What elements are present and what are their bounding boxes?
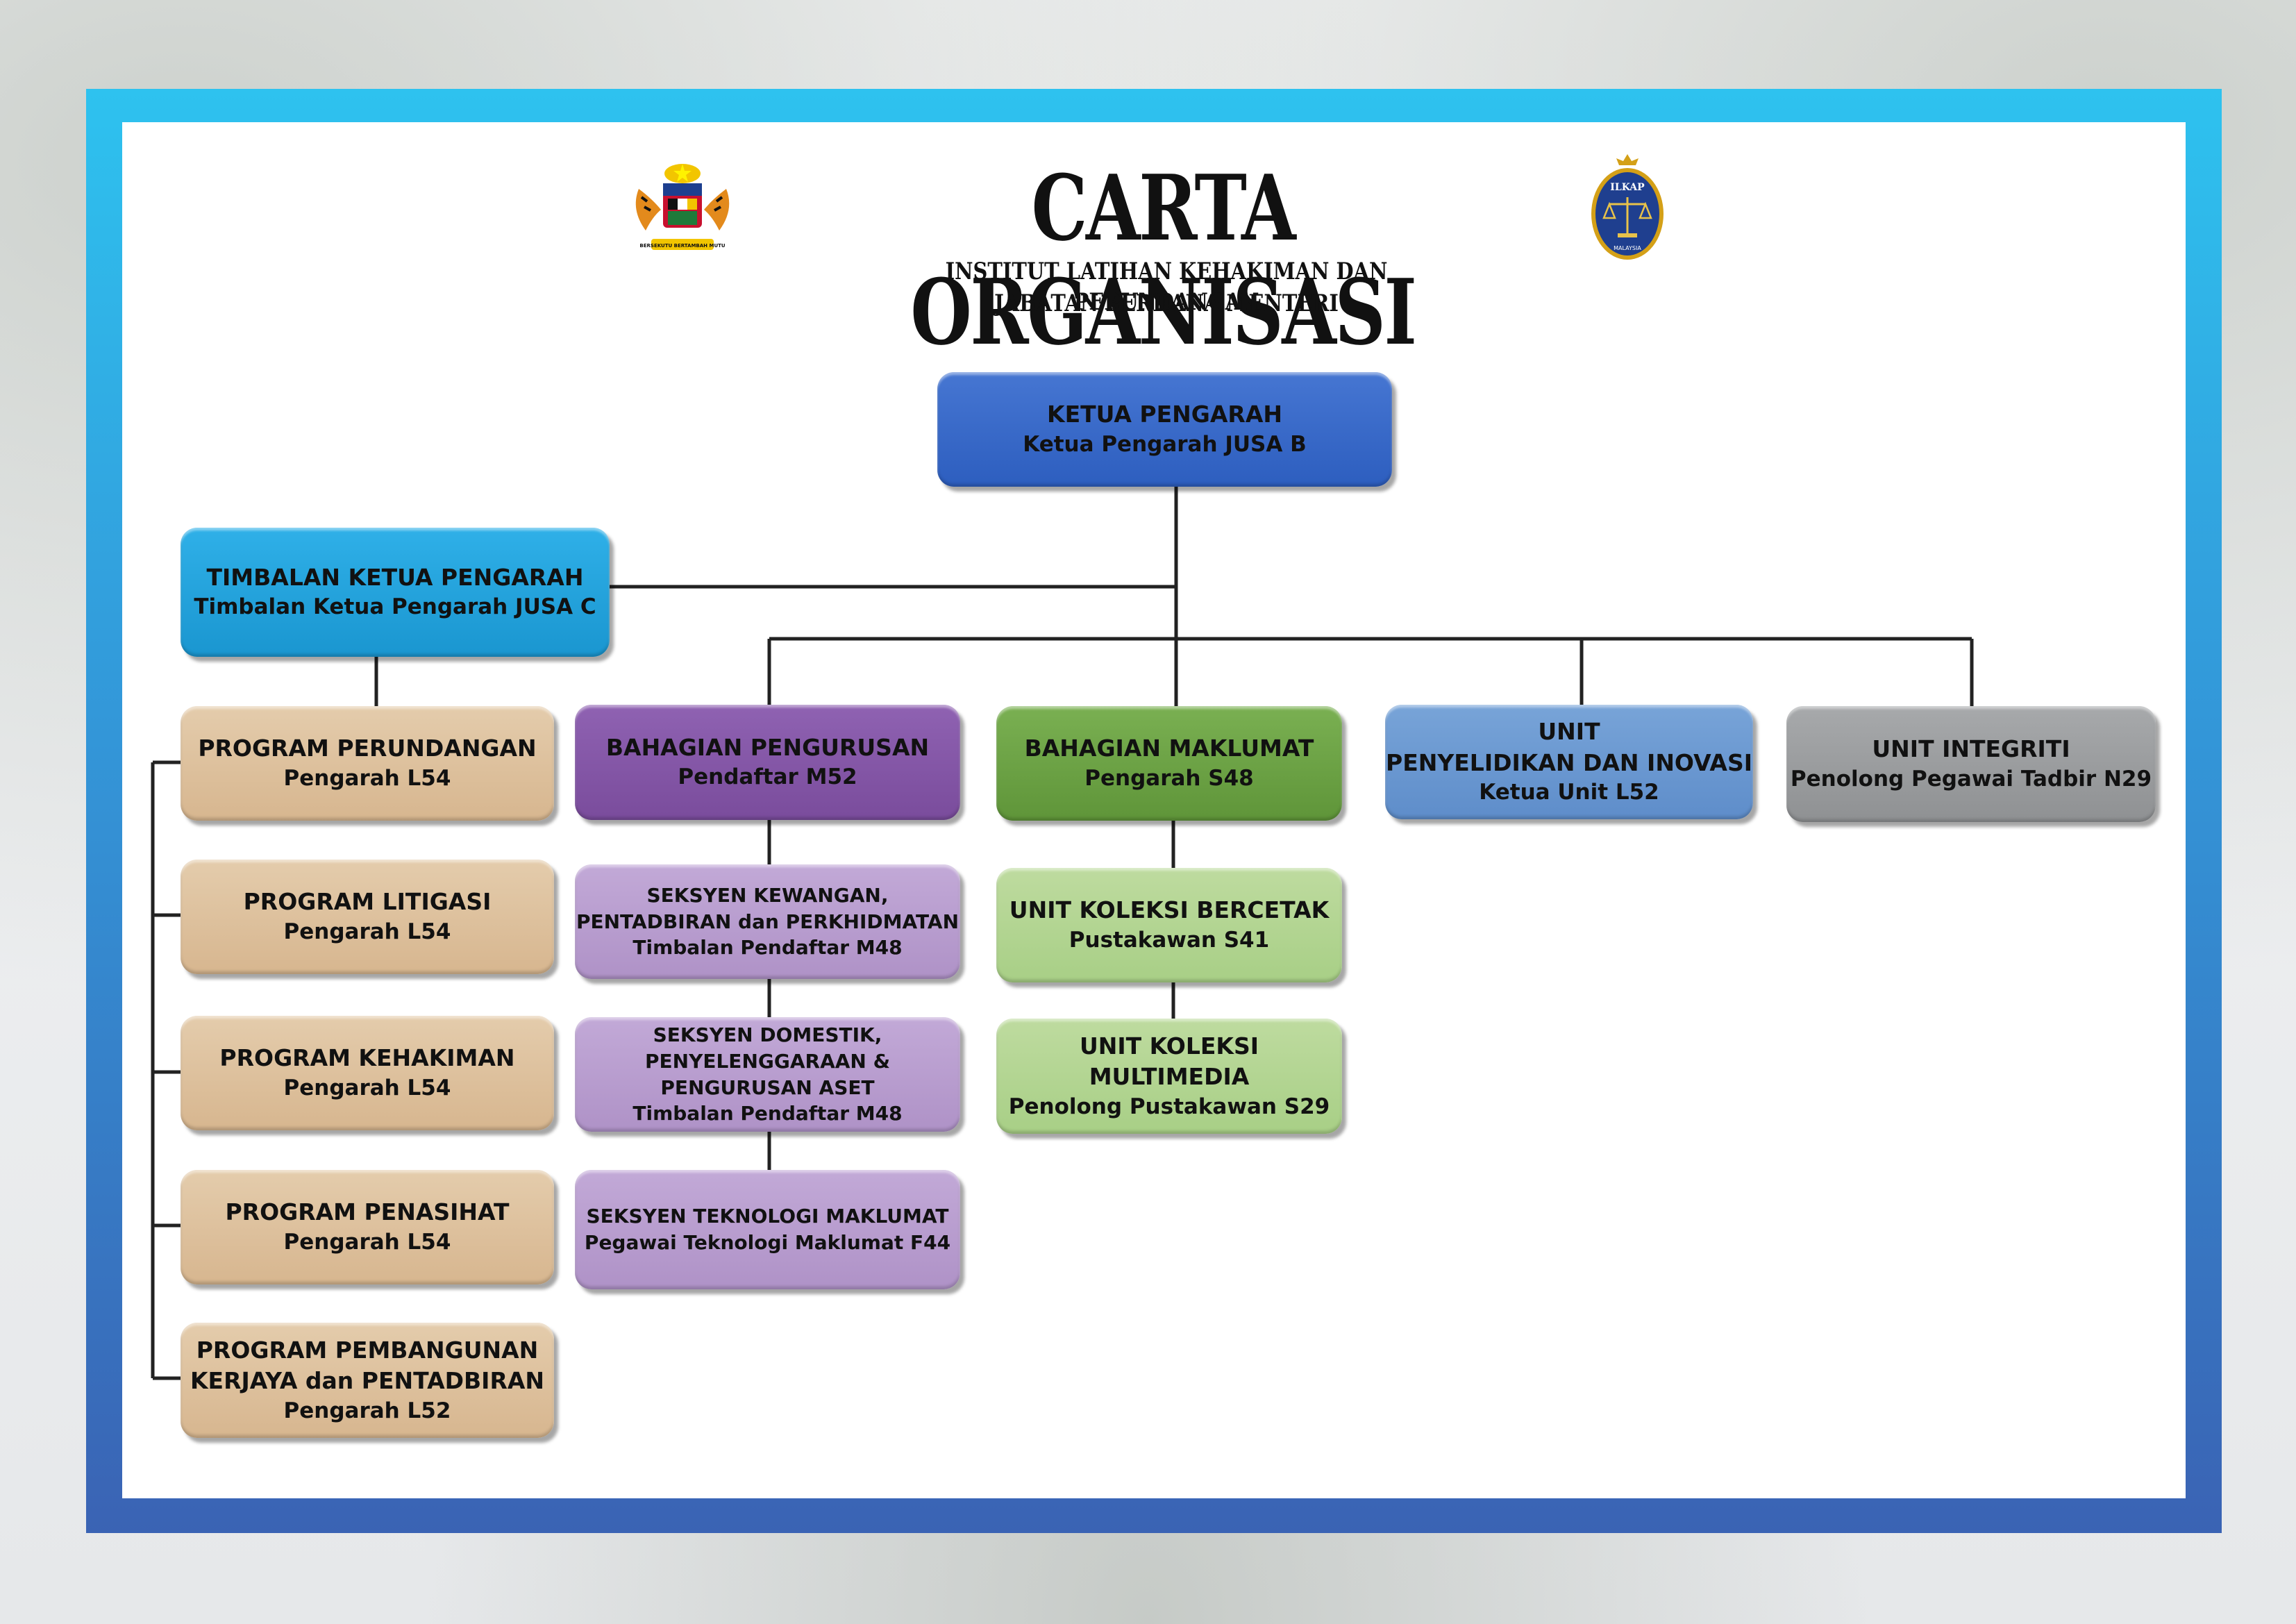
logo-country: MALAYSIA [1614, 245, 1641, 251]
node-title: BAHAGIAN PENGURUSAN [605, 733, 930, 761]
node-position: Pengarah L54 [283, 765, 451, 791]
coat-of-arms-icon: BERSEKUTU BERTAMBAH MUTU [635, 164, 730, 250]
crest-motto: BERSEKUTU BERTAMBAH MUTU [639, 243, 725, 249]
node-program-pembangunan: PROGRAM PEMBANGUNAN KERJAYA dan PENTADBI… [181, 1323, 554, 1438]
node-position: Pengarah L54 [283, 1229, 451, 1255]
node-program-litigasi: PROGRAM LITIGASI Pengarah L54 [181, 860, 554, 974]
node-title-line2: PENYELENGGARAAN & PENGURUSAN ASET [644, 1049, 891, 1099]
node-unit-koleksi-multimedia: UNIT KOLEKSI MULTIMEDIA Penolong Pustaka… [996, 1019, 1342, 1134]
node-program-kehakiman: PROGRAM KEHAKIMAN Pengarah L54 [181, 1016, 554, 1130]
node-title: TIMBALAN KETUA PENGARAH [206, 563, 584, 591]
node-title: PROGRAM PENASIHAT [225, 1198, 510, 1226]
subtitle-department: JABATAN PERDANA MENTERI [994, 290, 1339, 317]
node-position: Ketua Unit L52 [1479, 780, 1659, 805]
node-title-line1: PROGRAM PEMBANGUNAN [196, 1336, 539, 1364]
node-title: UNIT INTEGRITI [1872, 735, 2070, 763]
node-position: Penolong Pustakawan S29 [1008, 1094, 1330, 1119]
node-title-line2: KERJAYA dan PENTADBIRAN [190, 1367, 545, 1395]
node-position: Pengarah L52 [283, 1398, 451, 1423]
node-position: Timbalan Ketua Pengarah JUSA C [194, 594, 596, 620]
node-position: Pustakawan S41 [1069, 927, 1270, 953]
node-program-perundangan: PROGRAM PERUNDANGAN Pengarah L54 [181, 706, 554, 821]
node-position: Pengarah L54 [283, 919, 451, 944]
node-position: Pegawai Teknologi Maklumat F44 [584, 1231, 951, 1254]
node-position: Timbalan Pendaftar M48 [632, 1102, 903, 1125]
node-position: Pendaftar M52 [678, 764, 857, 790]
node-position: Ketua Pengarah JUSA B [1023, 431, 1307, 457]
logo-text: ILKAP [1610, 182, 1645, 193]
node-bahagian-pengurusan: BAHAGIAN PENGURUSAN Pendaftar M52 [575, 705, 960, 820]
node-title-line1: UNIT [1538, 718, 1600, 746]
node-title: KETUA PENGARAH [1047, 401, 1282, 428]
node-title-line1: SEKSYEN KEWANGAN, [646, 883, 889, 907]
node-position: Timbalan Pendaftar M48 [632, 936, 903, 960]
node-title-line2: PENYELIDIKAN DAN INOVASI [1386, 748, 1752, 776]
node-bahagian-maklumat: BAHAGIAN MAKLUMAT Pengarah S48 [996, 706, 1342, 821]
node-title: SEKSYEN TEKNOLOGI MAKLUMAT [586, 1205, 949, 1228]
subtitle-institute: INSTITUT LATIHAN KEHAKIMAN DAN PERUNDANG… [945, 258, 1388, 316]
node-seksyen-teknologi-maklumat: SEKSYEN TEKNOLOGI MAKLUMAT Pegawai Tekno… [575, 1170, 960, 1289]
node-title: PROGRAM LITIGASI [243, 888, 492, 916]
node-position: Pengarah S48 [1084, 765, 1254, 791]
node-unit-penyelidikan-inovasi: UNIT PENYELIDIKAN DAN INOVASI Ketua Unit… [1385, 705, 1753, 819]
node-ketua-pengarah: KETUA PENGARAH Ketua Pengarah JUSA B [937, 372, 1392, 487]
node-title: UNIT KOLEKSI BERCETAK [1009, 896, 1330, 924]
node-title-line1: SEKSYEN DOMESTIK, [653, 1023, 882, 1046]
node-title: PROGRAM PERUNDANGAN [198, 735, 537, 762]
node-program-penasihat: PROGRAM PENASIHAT Pengarah L54 [181, 1170, 554, 1284]
node-position: Penolong Pegawai Tadbir N29 [1790, 766, 2152, 792]
node-seksyen-kewangan: SEKSYEN KEWANGAN, PENTADBIRAN dan PERKHI… [575, 864, 960, 979]
node-unit-koleksi-bercetak: UNIT KOLEKSI BERCETAK Pustakawan S41 [996, 868, 1342, 982]
node-title: BAHAGIAN MAKLUMAT [1024, 735, 1314, 762]
node-unit-integriti: UNIT INTEGRITI Penolong Pegawai Tadbir N… [1786, 706, 2156, 822]
node-title-line2: PENTADBIRAN dan PERKHIDMATAN [576, 910, 960, 933]
node-seksyen-domestik: SEKSYEN DOMESTIK, PENYELENGGARAAN & PENG… [575, 1017, 960, 1132]
node-timbalan-ketua-pengarah: TIMBALAN KETUA PENGARAH Timbalan Ketua P… [181, 528, 610, 657]
ilkap-logo-icon: ILKAP MALAYSIA [1591, 154, 1664, 260]
node-title: PROGRAM KEHAKIMAN [219, 1044, 515, 1072]
node-position: Pengarah L54 [283, 1075, 451, 1100]
node-title: UNIT KOLEKSI MULTIMEDIA [1079, 1032, 1259, 1091]
